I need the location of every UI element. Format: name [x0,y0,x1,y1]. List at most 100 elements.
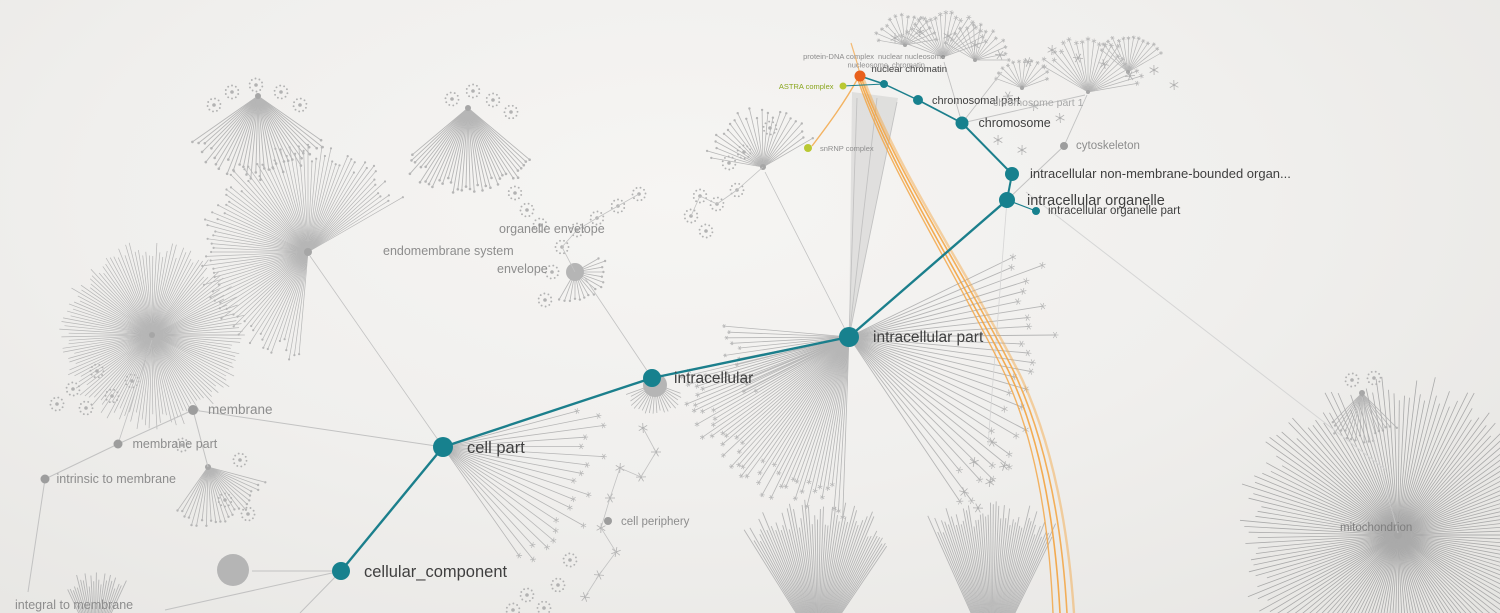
graph-edge-gray [192,409,444,448]
flower-burst [550,577,566,593]
node-cell_part[interactable] [433,437,453,457]
flower-burst [631,186,647,202]
flower-burst [532,217,548,233]
graph-edge-orange [862,79,1076,613]
star-burst [1055,112,1065,124]
star-burst [1002,91,1014,101]
node-membrane_hub[interactable] [188,405,198,415]
flower-burst [589,210,605,226]
label-protein-dna-complex: protein-DNA complex [803,52,874,61]
label-envelope: envelope [497,262,548,276]
node-intracellular_part[interactable] [839,327,859,347]
flower-burst [683,208,699,224]
node-chromatin_mid[interactable] [880,80,888,88]
graph-edge-teal [961,122,1013,175]
flower-burst [505,602,521,613]
flower-burst [698,223,714,239]
graph-edge-gray [117,409,194,445]
node-chromosome[interactable] [955,116,969,130]
cluster-blobs [217,263,667,586]
graph-edge-teal [917,99,963,124]
node-label-chromosomal_part: chromosomal part [932,95,1020,107]
node-snrnp_complex[interactable] [804,144,812,152]
star-burst [1124,71,1136,81]
star-burst [972,503,984,513]
node-label-cell_periphery_hub: cell periphery [621,516,690,528]
graph-edge-gray [1063,94,1088,147]
flower-burst [104,388,120,404]
node-membrane_part_hub[interactable] [113,439,123,449]
graph-nodes[interactable] [40,70,1069,581]
star-burst [959,487,969,497]
node-label-astra_complex: ASTRA complex [779,82,834,91]
node-label-membrane_hub: membrane [208,402,273,417]
node-label-intracellular_part: intracellular part [873,329,984,346]
node-intrinsic_hub[interactable] [40,474,50,484]
flower-burst [248,77,264,93]
star-burst [1047,44,1057,56]
fan-cluster [927,501,1057,613]
fan-cluster [1239,376,1500,613]
node-label-intracellular_organelle_part: intracellular organelle part [1048,205,1181,217]
flower-burst [65,381,81,397]
flower-burst [444,91,460,107]
fan-cluster [557,257,607,303]
graph-edge-gray [987,199,1008,446]
node-nuclear_chromatin[interactable] [854,70,866,82]
label-nucleosome: nucleosome [848,61,888,70]
flower-burst [736,144,752,160]
node-intracellular_organelle_part[interactable] [1032,207,1040,215]
star-burst [1072,53,1084,63]
node-cell_periphery_hub[interactable] [604,517,612,525]
graph-edge-gray [192,409,209,468]
graph-edge-gray [584,277,653,379]
node-label-snrnp_complex: snRNP complex [820,144,874,153]
node-label-intracellular: intracellular [674,370,753,387]
star-burst [986,437,998,447]
fan-clusters [59,10,1500,613]
label-chromatin: chromatin [892,61,925,70]
node-intracellular_organelle[interactable] [999,192,1015,208]
fan-cluster [59,242,245,430]
graph-edge-gray [961,71,1003,124]
fan-cluster [874,12,939,47]
gray-edges [27,61,1399,613]
graph-edge-gray [848,97,878,338]
label-chromosome-part-1: chromosome part 1 [993,97,1084,109]
star-burst [943,30,953,42]
node-label-intracellular_nmb_organelle: intracellular non-membrane-bounded organ… [1030,166,1291,181]
flower-burst [519,587,535,603]
graph-edge-gray [164,570,342,611]
node-intracellular_nmb_organelle[interactable] [1005,167,1019,181]
graph-edge-teal [651,335,850,380]
graph-edge-teal [842,83,885,87]
graph-edge-orange [859,79,1061,613]
node-chromosomal_part[interactable] [913,95,923,105]
label-nuclear-nucleosome: nuclear nucleosome [878,52,945,61]
fan-cluster [176,464,267,527]
flower-burst [721,155,737,171]
graph-edge-gray [299,570,342,613]
star-burst [915,26,925,38]
node-intracellular[interactable] [643,369,661,387]
flower-burst [562,552,578,568]
node-cytoskeleton_hub[interactable] [1060,142,1068,150]
fan-cluster [201,143,404,361]
teal-path-edges [340,75,1037,572]
flower-burst [217,492,233,508]
node-astra_complex[interactable] [839,82,847,90]
flower-burst [569,222,585,238]
orange-edge-strands [811,42,1076,613]
flower-burst [78,400,94,416]
node-cellular_component[interactable] [332,562,350,580]
graph-edge-gray [44,443,119,480]
chain-edge [690,166,764,217]
star-burst [890,33,900,43]
graph-edge-orange [857,79,1054,613]
fan-cluster [67,572,127,613]
node-label-intrinsic_hub: intrinsic to membrane [57,472,177,486]
flower-burst [536,600,552,613]
